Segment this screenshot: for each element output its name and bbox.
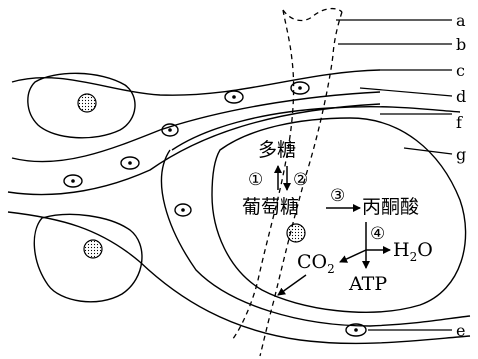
dashed-structure-top: [282, 7, 343, 22]
step-1-text: ①: [248, 170, 263, 190]
tissue-cell-nucleus: [286, 223, 306, 243]
step-4-text: ④: [370, 224, 385, 244]
left-cell-lower-nucleus: [83, 239, 103, 259]
co2-diffusion-arrow: [277, 274, 307, 296]
vessel-wall-inner-lower: [7, 211, 471, 345]
red-blood-cell: [120, 156, 140, 170]
polysaccharide-text: 多糖: [258, 139, 296, 161]
red-blood-cell: [345, 323, 367, 337]
cell-membrane-f: [171, 105, 461, 151]
label-f: f: [456, 113, 463, 132]
cell-membrane-outer: [160, 149, 471, 327]
atp-text: ATP: [348, 273, 387, 295]
step-3-text: ③: [330, 186, 345, 206]
vessel-wall-lower: [11, 91, 381, 163]
dashed-structure-outline-right: [259, 11, 343, 357]
red-blood-cell: [174, 203, 192, 217]
label-e: e: [456, 321, 465, 340]
label-g: g: [456, 145, 466, 164]
co2-text: CO2: [297, 251, 335, 276]
vessel-wall-upper: [11, 69, 381, 96]
tissue-cell: [211, 117, 467, 313]
h2o-subscript: 2: [410, 250, 418, 264]
h2o-o: O: [417, 239, 433, 261]
step-2-text: ②: [293, 170, 308, 190]
vessel-wall-inner-upper: [7, 103, 381, 196]
label-b: b: [456, 35, 466, 54]
red-blood-cell: [63, 174, 83, 188]
h2o-h: H: [393, 239, 410, 261]
dashed-structure-outline: [231, 9, 295, 341]
leader-line-g: [403, 147, 453, 155]
glucose-text: 葡萄糖: [242, 196, 299, 218]
left-cell-upper: [27, 72, 136, 139]
h2o-text: H2O: [393, 239, 433, 264]
co2-subscript: 2: [327, 262, 335, 276]
left-cell-lower: [33, 213, 143, 303]
leader-line-d: [359, 87, 453, 97]
red-blood-cell: [161, 123, 179, 137]
red-blood-cell: [224, 90, 244, 104]
label-c: c: [456, 61, 465, 80]
co2-main: CO: [297, 251, 327, 273]
left-cell-upper-nucleus: [77, 93, 97, 113]
red-blood-cell: [290, 81, 310, 95]
step-4-arrow-left: [339, 249, 367, 263]
label-d: d: [456, 87, 466, 106]
pyruvate-text: 丙酮酸: [362, 196, 419, 218]
label-a: a: [456, 11, 466, 30]
